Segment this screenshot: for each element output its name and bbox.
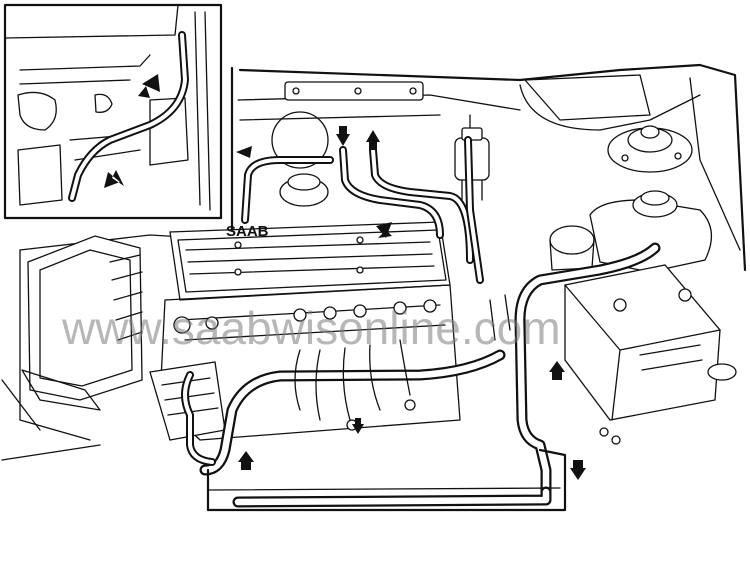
flow-arrow-radiator-down <box>570 460 586 480</box>
flow-arrow-hose-down-1 <box>336 126 350 146</box>
wiring-harness <box>294 294 621 445</box>
watermark: www.saabwisonline.com <box>61 302 561 354</box>
power-steering-reservoir <box>549 225 595 271</box>
battery <box>564 264 737 421</box>
inset-arrow-down <box>104 170 124 188</box>
coolant-hoses <box>181 136 661 508</box>
flow-arrows <box>236 126 586 480</box>
air-filter-box <box>21 235 143 411</box>
strut-mount <box>607 125 693 173</box>
engine-bay-structure <box>1 63 747 461</box>
cowl-panel <box>284 81 424 101</box>
flow-arrow-manifold <box>352 418 364 434</box>
engine-cover-brand: SAAB <box>226 223 269 240</box>
flow-arrow-engine-top <box>376 222 392 238</box>
detail-inset <box>3 3 223 220</box>
flow-arrow-hose-up-1 <box>366 130 380 150</box>
coolant-expansion-tank <box>589 190 712 273</box>
engine-cover: SAAB <box>169 221 451 301</box>
flow-arrow-left-bulkhead <box>236 146 256 158</box>
flow-arrow-lower-left-up <box>238 451 254 470</box>
flow-arrow-battery-up <box>549 361 565 380</box>
radiator <box>206 448 567 512</box>
inset-arrow-up <box>138 74 160 98</box>
brake-reservoir <box>454 114 490 201</box>
oil-filler-cap <box>271 111 329 207</box>
